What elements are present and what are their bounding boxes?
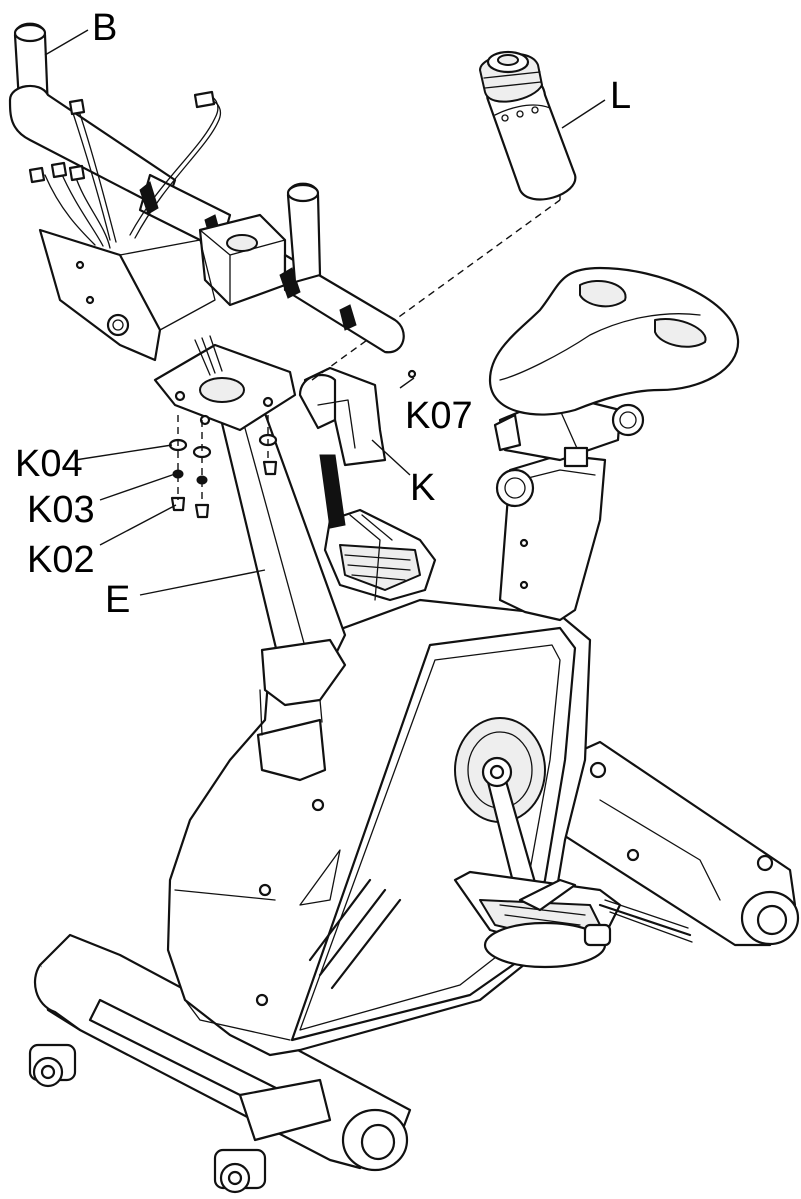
leader-lines bbox=[44, 29, 606, 596]
label-B: B bbox=[92, 7, 117, 49]
crank-pedals bbox=[319, 454, 693, 969]
base-frame bbox=[28, 740, 800, 1194]
part-labels: B L K07 K04 K K03 K02 E bbox=[15, 7, 631, 621]
label-K03: K03 bbox=[27, 489, 95, 531]
label-K: K bbox=[410, 467, 435, 509]
handlebar-B bbox=[8, 22, 405, 376]
water-bottle-L bbox=[479, 50, 577, 201]
seat-assembly bbox=[488, 266, 740, 622]
label-K04: K04 bbox=[15, 443, 83, 485]
label-K02: K02 bbox=[27, 539, 95, 581]
label-E: E bbox=[105, 579, 130, 621]
label-K07: K07 bbox=[405, 395, 473, 437]
label-L: L bbox=[610, 75, 631, 117]
bottle-holder-K bbox=[298, 185, 561, 467]
handlebar-post-E bbox=[153, 343, 347, 782]
main-housing bbox=[166, 598, 592, 1057]
